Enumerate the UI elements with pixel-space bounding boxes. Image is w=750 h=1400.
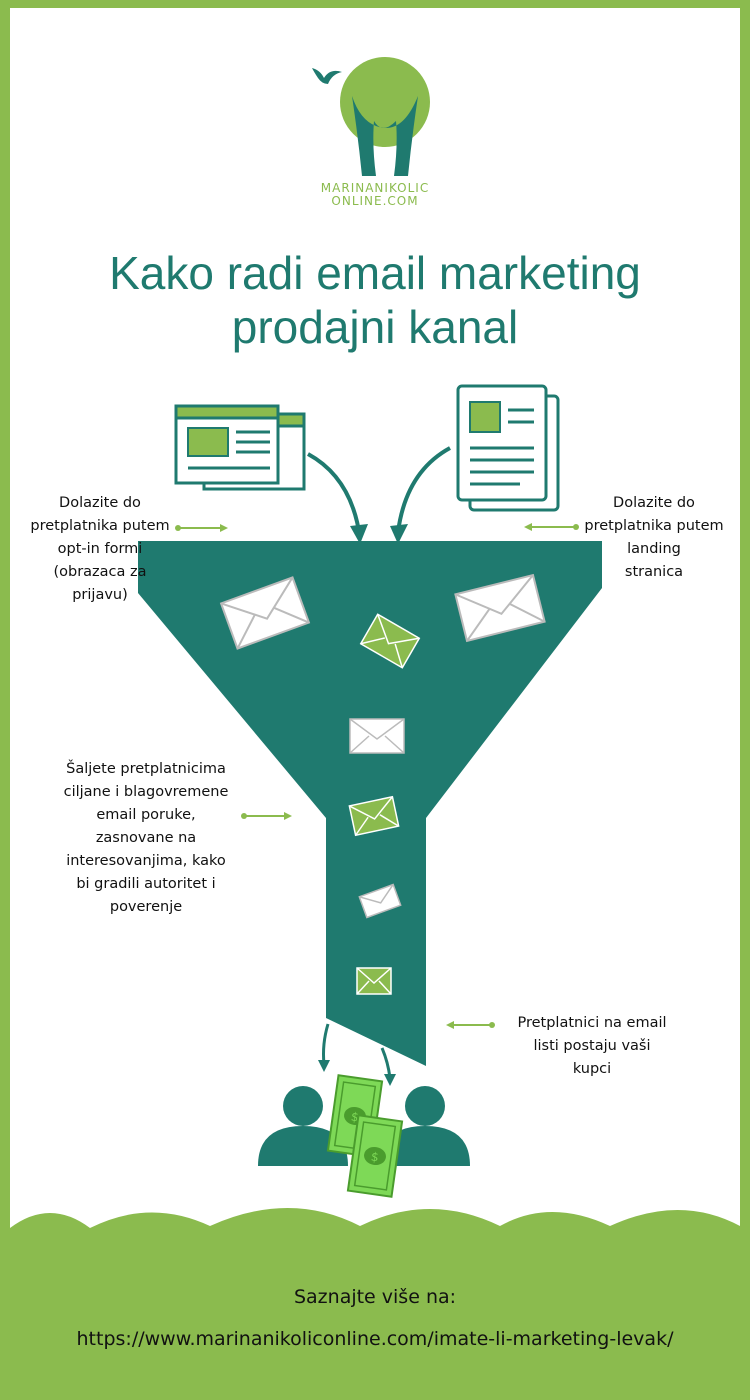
person-icon: [380, 1086, 470, 1166]
svg-text:$: $: [350, 1110, 360, 1125]
logo-text-line2: ONLINE.COM: [331, 194, 419, 208]
curved-arrow-right: [396, 446, 451, 533]
footer-label: Saznajte više na:: [293, 1286, 457, 1308]
envelope-icon: [359, 613, 421, 669]
caption-line: Pretplatnici na email: [517, 1015, 667, 1031]
caption-line: kupci: [572, 1061, 612, 1077]
caption-line: pretplatnika putem: [30, 518, 170, 534]
caption-line: ciljane i blagovremene: [63, 784, 229, 800]
infographic-page: MARINANIKOLIC ONLINE.COM Kako radi email…: [10, 8, 740, 1400]
caption-line: Dolazite do: [59, 495, 141, 511]
money-icon: $: [346, 1114, 404, 1198]
title-line1: Kako radi email marketing: [109, 247, 641, 299]
caption-line: email poruke,: [96, 807, 196, 823]
caption-line: prijavu): [72, 587, 128, 603]
logo-text-line1: MARINANIKOLIC: [320, 181, 430, 195]
logo-icon: [312, 57, 430, 176]
svg-text:$: $: [370, 1150, 380, 1165]
outflow-arrow-left: [322, 1023, 330, 1065]
caption-buyers: Pretplatnici na email listi postaju vaši…: [502, 1012, 682, 1081]
caption-line: bi gradili autoritet i: [76, 876, 216, 892]
document-icon: [456, 384, 560, 512]
browser-window-icon: [174, 404, 306, 491]
caption-line: Dolazite do: [613, 495, 695, 511]
title-line2: prodajni kanal: [231, 301, 519, 353]
caption-line: landing: [627, 541, 681, 557]
footer-cloud-band: [10, 1208, 740, 1400]
connector-arrow-right-bottom: [446, 1021, 495, 1029]
caption-line: poverenje: [109, 899, 183, 915]
envelope-icon: [219, 576, 311, 650]
envelope-icon: [358, 883, 402, 919]
page-title: Kako radi email marketing prodajni kanal: [30, 246, 720, 354]
caption-opt-in-forms: Dolazite do pretplatnika putem opt-in fo…: [30, 492, 170, 607]
caption-line: listi postaju vaši: [533, 1038, 651, 1054]
caption-line: stranica: [624, 564, 684, 580]
bird-icon: [312, 68, 342, 84]
person-icon: [258, 1086, 348, 1166]
caption-line: interesovanjima, kako: [66, 853, 226, 869]
funnel-diagram: $ $: [138, 384, 602, 1198]
caption-line: zasnovane na: [95, 830, 197, 846]
envelope-icon: [348, 795, 400, 837]
connector-arrow-left-middle: [241, 812, 292, 820]
caption-targeted-emails: Šaljete pretplatnicima ciljane i blagovr…: [46, 758, 246, 919]
envelope-icon: [356, 967, 392, 995]
caption-line: Šaljete pretplatnicima: [66, 761, 226, 777]
connector-arrow-left-top: [175, 524, 228, 532]
caption-line: (obrazaca za: [53, 564, 147, 580]
caption-landing-pages: Dolazite do pretplatnika putem landing s…: [574, 492, 734, 584]
curved-arrow-left: [307, 452, 362, 539]
connector-arrow-right-top: [524, 523, 579, 531]
envelope-icon: [454, 573, 546, 643]
caption-line: pretplatnika putem: [584, 518, 724, 534]
outflow-arrow-right: [380, 1047, 392, 1079]
footer-link[interactable]: https://www.marinanikoliconline.com/imat…: [76, 1328, 674, 1350]
caption-line: opt-in formi: [57, 541, 143, 557]
envelope-icon: [349, 718, 405, 754]
